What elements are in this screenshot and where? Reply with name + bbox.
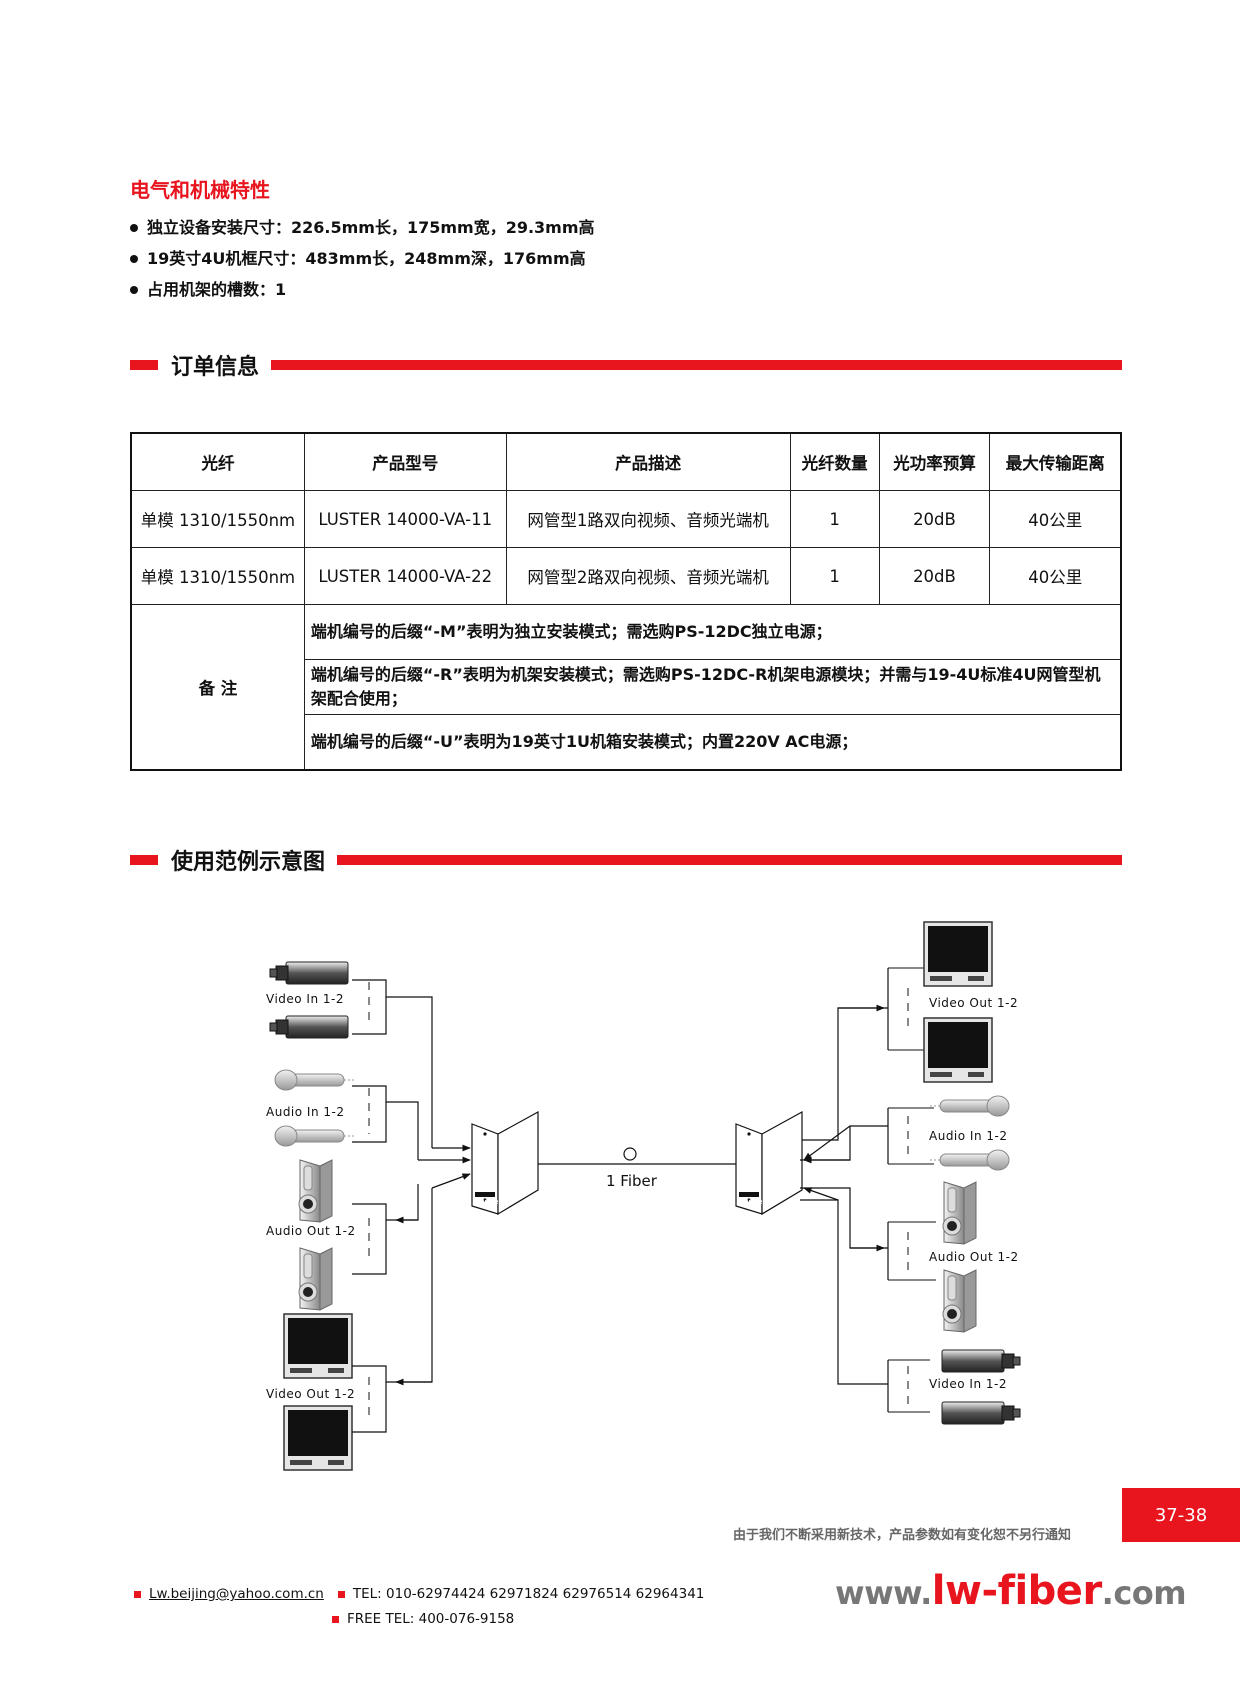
list-item: 19英寸4U机框尺寸：483mm长，248mm深，176mm高	[130, 243, 595, 274]
table-cell: 20dB	[878, 490, 991, 548]
table-cell: LUSTER 14000-VA-11	[303, 490, 507, 548]
website-link[interactable]: www.lw-fiber.com	[835, 1568, 1187, 1614]
change-notice: 由于我们不断采用新技术，产品参数如有变化恕不另行通知	[733, 1528, 1072, 1543]
column-header: 产品型号	[303, 432, 507, 491]
notes-label: 备 注	[130, 604, 305, 771]
note-text: 端机编号的后缀“-U”表明为19英寸1U机箱安装模式；内置220V AC电源；	[303, 714, 1122, 771]
section-marker	[130, 360, 158, 370]
page-number: 37-38	[1122, 1488, 1240, 1542]
order-section-header: 订单信息	[130, 350, 1122, 380]
specs-list: 独立设备安装尺寸：226.5mm长，175mm宽，29.3mm高 19英寸4U机…	[130, 212, 595, 305]
diagram-label: Video Out 1-2	[929, 996, 1018, 1010]
contact-row: FREE TEL: 400-076-9158	[332, 1611, 514, 1627]
email-link[interactable]: Lw.beijing@yahoo.com.cn	[149, 1586, 324, 1602]
specs-title: 电气和机械特性	[130, 178, 270, 202]
fiber-label: 1 Fiber	[606, 1172, 658, 1190]
monitor-icon	[283, 1313, 353, 1379]
monitor-icon	[283, 1405, 353, 1471]
table-cell: 1	[789, 490, 880, 548]
diagram-label: Video In 1-2	[929, 1377, 1007, 1391]
camera-icon	[269, 961, 349, 985]
speaker-icon	[942, 1181, 977, 1245]
table-cell: 网管型2路双向视频、音频光端机	[505, 547, 791, 605]
diagram-label: Video In 1-2	[266, 992, 344, 1006]
tel-text: TEL: 010-62974424 62971824 62976514 6296…	[352, 1586, 705, 1602]
section-marker	[130, 855, 158, 865]
section-rule	[337, 855, 1122, 865]
speaker-icon	[298, 1159, 333, 1223]
order-table: 光纤 产品型号 产品描述 光纤数量 光功率预算 最大传输距离 单模 1310/1…	[130, 432, 1122, 771]
section-title: 订单信息	[171, 355, 260, 380]
fiber-node-icon	[623, 1147, 637, 1161]
list-item: 占用机架的槽数：1	[130, 274, 595, 305]
table-cell: 网管型1路双向视频、音频光端机	[505, 490, 791, 548]
section-title: 使用范例示意图	[171, 850, 326, 875]
note-text: 端机编号的后缀“-R”表明为机架安装模式；需选购PS-12DC-R机架电源模块；…	[303, 659, 1122, 715]
section-rule	[271, 360, 1122, 370]
device-brand-label: luster	[740, 1197, 766, 1206]
monitor-icon	[923, 1017, 993, 1083]
table-cell: LUSTER 14000-VA-22	[303, 547, 507, 605]
microphone-icon	[927, 1149, 1010, 1171]
free-tel-text: FREE TEL: 400-076-9158	[347, 1611, 515, 1627]
monitor-icon	[923, 921, 993, 987]
bullet-icon	[332, 1615, 339, 1623]
table-row: 备 注 端机编号的后缀“-M”表明为独立安装模式；需选购PS-12DC独立电源；	[130, 604, 1122, 771]
microphone-icon	[274, 1125, 357, 1147]
table-cell: 单模 1310/1550nm	[130, 490, 305, 548]
list-item: 独立设备安装尺寸：226.5mm长，175mm宽，29.3mm高	[130, 212, 595, 243]
diagram-label: Audio In 1-2	[266, 1105, 344, 1119]
diagram-label: Audio Out 1-2	[266, 1224, 356, 1238]
table-row: 单模 1310/1550nm LUSTER 14000-VA-22 网管型2路双…	[130, 547, 1122, 605]
bullet-icon	[337, 1590, 345, 1598]
diagram-label: Audio In 1-2	[929, 1129, 1007, 1143]
table-row: 单模 1310/1550nm LUSTER 14000-VA-11 网管型1路双…	[130, 490, 1122, 548]
table-row: 端机编号的后缀“-U”表明为19英寸1U机箱安装模式；内置220V AC电源；	[131, 714, 1122, 771]
table-cell: 40公里	[989, 490, 1122, 548]
diagram-label: Video Out 1-2	[266, 1387, 355, 1401]
camera-icon	[269, 1015, 349, 1039]
table-cell: 40公里	[989, 547, 1122, 605]
column-header: 产品描述	[505, 432, 791, 491]
column-header: 光纤数量	[789, 432, 880, 491]
bullet-icon	[134, 1590, 141, 1598]
microphone-icon	[927, 1095, 1010, 1117]
bullet-icon	[130, 223, 138, 232]
contact-row: Lw.beijing@yahoo.com.cn TEL: 010-6297442…	[134, 1586, 704, 1602]
camera-icon	[941, 1401, 1021, 1425]
camera-icon	[941, 1349, 1021, 1373]
table-row: 端机编号的后缀“-R”表明为机架安装模式；需选购PS-12DC-R机架电源模块；…	[131, 659, 1122, 715]
bullet-icon	[130, 254, 138, 263]
device-brand-label: luster	[476, 1197, 502, 1206]
speaker-icon	[942, 1269, 977, 1333]
bullet-icon	[130, 285, 138, 294]
diagram-label: Audio Out 1-2	[929, 1250, 1019, 1264]
speaker-icon	[298, 1247, 333, 1311]
microphone-icon	[274, 1069, 357, 1091]
usage-section-header: 使用范例示意图	[130, 845, 1122, 875]
note-text: 端机编号的后缀“-M”表明为独立安装模式；需选购PS-12DC独立电源；	[303, 604, 1122, 660]
table-cell: 单模 1310/1550nm	[130, 547, 305, 605]
